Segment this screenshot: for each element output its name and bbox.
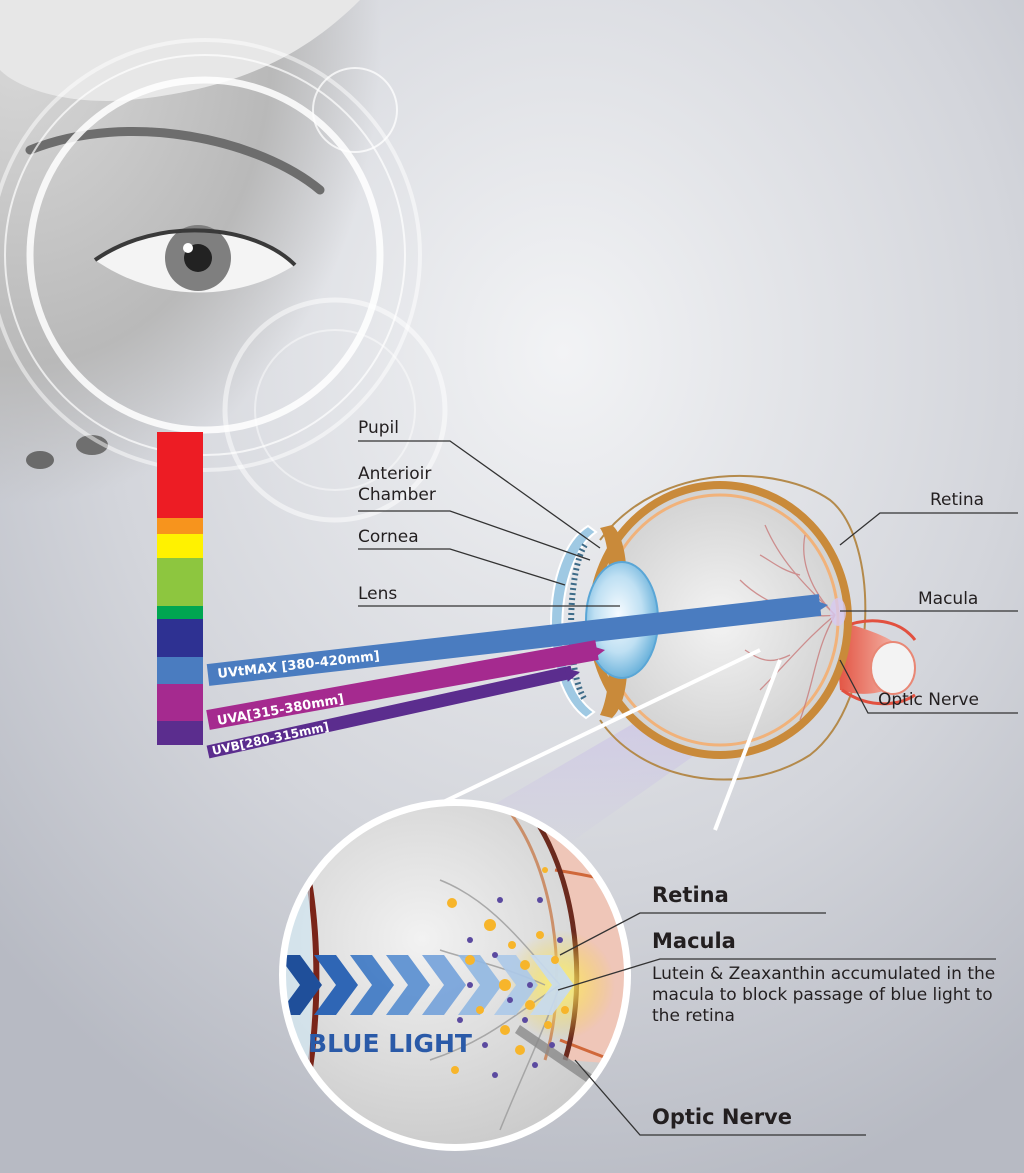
pigment-dot [561, 1006, 569, 1014]
pigment-dot [476, 1006, 484, 1014]
label-pupil: Pupil [358, 418, 399, 439]
blue-light-particle [557, 937, 563, 943]
label-retina: Retina [930, 490, 984, 511]
spectrum-band [157, 619, 203, 657]
spectrum-band [157, 432, 203, 518]
blue-light-label: BLUE LIGHT [308, 1029, 472, 1058]
pigment-dot [525, 1000, 535, 1010]
blue-light-particle [537, 897, 543, 903]
blue-light-particle [467, 937, 473, 943]
spectrum-band [157, 606, 203, 619]
blue-light-particle [522, 1017, 528, 1023]
blue-light-particle [497, 897, 503, 903]
blue-light-particle [492, 1072, 498, 1078]
blue-light-particle [482, 1042, 488, 1048]
pigment-dot [551, 956, 559, 964]
pigment-dot [520, 960, 530, 970]
pigment-dot [465, 955, 475, 965]
zoom-label-optic-nerve: Optic Nerve [652, 1105, 792, 1129]
pigment-dot [544, 1021, 552, 1029]
pigment-dot [500, 1025, 510, 1035]
label-cornea: Cornea [358, 527, 419, 548]
spectrum-band [157, 721, 203, 745]
label-macula: Macula [918, 589, 978, 610]
blue-light-particle [527, 982, 533, 988]
pigment-dot [515, 1045, 525, 1055]
spectrum-band [157, 657, 203, 684]
label-anterior-chamber: Anterioir Chamber [358, 464, 453, 506]
zoom-label-retina: Retina [652, 883, 729, 907]
blue-light-particle [492, 952, 498, 958]
blue-light-particle [457, 1017, 463, 1023]
spectrum-band [157, 518, 203, 534]
blue-light-particle [549, 1042, 555, 1048]
blue-light-particle [467, 982, 473, 988]
pigment-dot [542, 867, 548, 873]
pigment-dot [447, 898, 457, 908]
spectrum-band [157, 558, 203, 606]
pigment-dot [536, 931, 544, 939]
pigment-dot [508, 941, 516, 949]
spectrum-band [157, 534, 203, 558]
spectrum-band [157, 684, 203, 721]
pigment-dot [499, 979, 511, 991]
blue-light-particle [532, 1062, 538, 1068]
zoom-macula-description: Lutein & Zeaxanthin accumulated in the m… [652, 964, 1012, 1027]
label-lens: Lens [358, 584, 397, 605]
spectrum-bar [157, 432, 203, 745]
blue-light-particle [507, 997, 513, 1003]
zoom-label-macula: Macula [652, 929, 736, 953]
pigment-dot [451, 1066, 459, 1074]
label-optic-nerve: Optic Nerve [878, 690, 979, 711]
pigment-dot [484, 919, 496, 931]
